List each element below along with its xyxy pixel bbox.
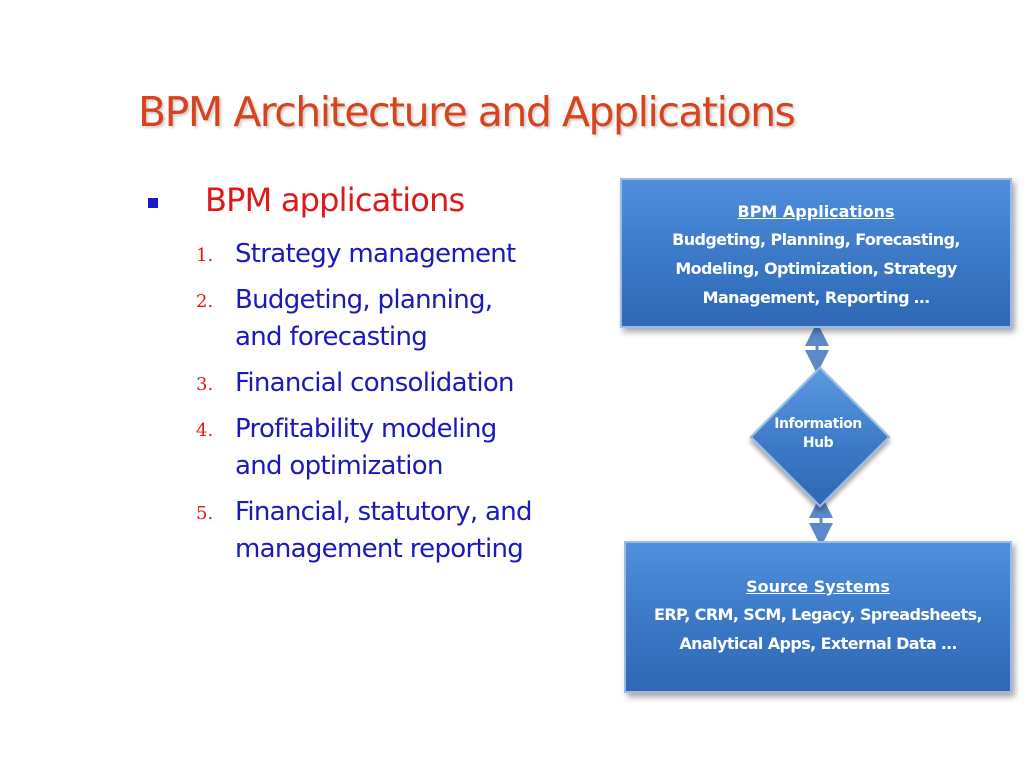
hub-line: Information bbox=[774, 416, 862, 432]
information-hub-label: Information Hub bbox=[748, 415, 888, 453]
bpm-applications-heading: BPM Applications bbox=[737, 202, 895, 221]
list-item-text: Financial consolidation bbox=[235, 368, 515, 398]
list-item: 4. Profitability modeling and optimizati… bbox=[196, 411, 616, 485]
list-item-text: Profitability modeling and optimization bbox=[235, 414, 497, 481]
box-line: ERP, CRM, SCM, Legacy, Spreadsheets, bbox=[653, 605, 983, 624]
list-item-number: 2. bbox=[196, 291, 214, 312]
box-line: Budgeting, Planning, Forecasting, bbox=[672, 230, 960, 249]
list-item-number: 5. bbox=[196, 503, 214, 524]
box-line: Management, Reporting … bbox=[702, 288, 930, 307]
source-systems-box: Source Systems ERP, CRM, SCM, Legacy, Sp… bbox=[624, 541, 1012, 693]
list-item: 3. Financial consolidation bbox=[196, 365, 616, 402]
box-line: Analytical Apps, External Data … bbox=[679, 634, 957, 653]
list-item-text: Budgeting, planning, and forecasting bbox=[235, 285, 493, 352]
list-item-number: 4. bbox=[196, 420, 214, 441]
list-item-text: Financial, statutory, and management rep… bbox=[235, 497, 533, 564]
slide-title: BPM Architecture and Applications bbox=[138, 88, 796, 136]
source-systems-heading: Source Systems bbox=[746, 577, 890, 596]
bpm-applications-body: Budgeting, Planning, Forecasting, Modeli… bbox=[622, 225, 1010, 312]
information-hub-node: Information Hub bbox=[748, 365, 891, 508]
bullet-square-icon bbox=[148, 198, 158, 208]
box-line: Modeling, Optimization, Strategy bbox=[675, 259, 957, 278]
connector-arrows bbox=[805, 322, 833, 547]
list-item-number: 3. bbox=[196, 374, 214, 395]
bpm-applications-box: BPM Applications Budgeting, Planning, Fo… bbox=[620, 178, 1012, 328]
list-item: 5. Financial, statutory, and management … bbox=[196, 494, 616, 568]
hub-line: Hub bbox=[802, 435, 834, 451]
bullet-text: BPM applications bbox=[205, 181, 465, 219]
bullet-row: BPM applications bbox=[148, 181, 465, 219]
architecture-diagram: BPM Applications Budgeting, Planning, Fo… bbox=[616, 172, 1016, 700]
source-systems-body: ERP, CRM, SCM, Legacy, Spreadsheets, Ana… bbox=[626, 600, 1010, 658]
list-item: 2. Budgeting, planning, and forecasting bbox=[196, 282, 616, 356]
numbered-list: 1. Strategy management 2. Budgeting, pla… bbox=[196, 236, 616, 577]
list-item-text: Strategy management bbox=[235, 239, 516, 269]
list-item-number: 1. bbox=[196, 245, 214, 266]
list-item: 1. Strategy management bbox=[196, 236, 616, 273]
